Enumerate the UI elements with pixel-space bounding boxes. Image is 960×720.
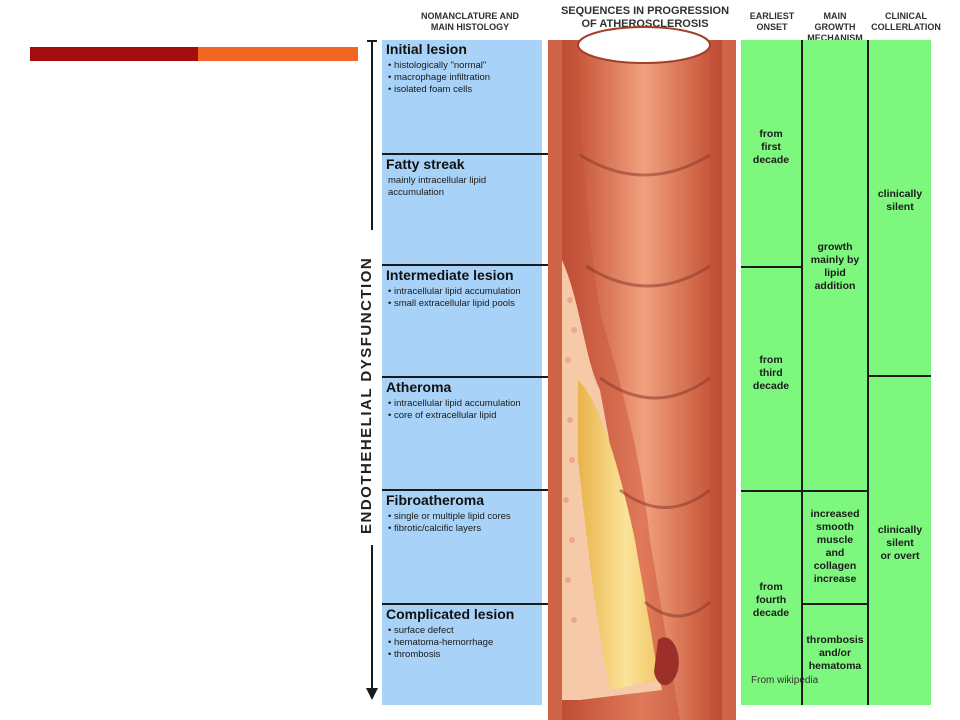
clinical-divider [869, 375, 931, 377]
stage-description: • intracellular lipid accumulation • sma… [388, 286, 521, 309]
onset-column [741, 40, 803, 705]
clinical-column [869, 40, 931, 705]
stage-atheroma: Atheroma • intracellular lipid accumulat… [382, 376, 548, 488]
header-growth: MAIN GROWTH MECHANISM [807, 11, 863, 43]
lipid-core [578, 380, 658, 690]
adventitia-right [722, 40, 736, 720]
growth-divider [803, 603, 867, 605]
artery-lumen [578, 40, 710, 720]
stage-description: • single or multiple lipid cores • fibro… [388, 511, 511, 534]
stage-intermediate-lesion: Intermediate lesion • intracellular lipi… [382, 264, 548, 377]
decorative-bar-orange [198, 47, 358, 61]
thrombus [654, 637, 679, 686]
stage-fibroatheroma: Fibroatheroma • single or multiple lipid… [382, 489, 548, 601]
stage-title: Intermediate lesion [386, 267, 514, 283]
onset-divider [741, 490, 801, 492]
growth-thrombosis: thrombosis and/or hematoma [806, 634, 864, 672]
stage-title: Initial lesion [386, 41, 467, 57]
onset-divider [741, 266, 801, 268]
nomenclature-column [382, 40, 542, 705]
growth-column [803, 40, 869, 705]
foam-cells [563, 297, 577, 623]
onset-first-decade: from first decade [752, 128, 790, 166]
stage-title: Fatty streak [386, 156, 465, 172]
artery-illustration [548, 26, 736, 720]
stage-description: mainly intracellular lipid accumulation [388, 175, 487, 198]
onset-fourth-decade: from fourth decade [752, 581, 790, 619]
atherosclerosis-diagram: NOMANCLATURE AND MAIN HISTOLOGY SEQUENCE… [358, 0, 960, 720]
stage-title: Atheroma [386, 379, 452, 395]
stage-title: Complicated lesion [386, 606, 515, 622]
artery-rings [579, 153, 711, 618]
stage-initial-lesion: Initial lesion • histologically "normal"… [382, 40, 548, 153]
growth-divider [803, 490, 867, 492]
onset-third-decade: from third decade [752, 354, 790, 392]
arrow-line-bottom [371, 545, 373, 690]
image-credit: From wikipedia [751, 675, 819, 686]
header-onset: EARLIEST ONSET [749, 11, 795, 32]
decorative-bar-red [30, 47, 198, 61]
header-clinical: CLINICAL COLLERLATION [871, 11, 941, 32]
side-label-text: ENDOTHEHELIAL DYSFUNCTION [358, 256, 375, 534]
stage-title: Fibroatheroma [386, 492, 485, 508]
divider [867, 40, 869, 705]
adventitia-left [548, 40, 562, 720]
stage-complicated-lesion: Complicated lesion • surface defect • he… [382, 603, 548, 707]
header-nomenclature: NOMANCLATURE AND MAIN HISTOLOGY [421, 11, 519, 32]
stage-description: • histologically "normal" • macrophage i… [388, 60, 491, 95]
growth-lipid-addition: growth mainly by lipid addition [810, 241, 860, 292]
lumen-opening [577, 26, 711, 64]
clinical-silent-or-overt: clinically silent or overt [877, 524, 923, 562]
clinical-silent: clinically silent [877, 188, 923, 213]
growth-smooth-muscle: increased smooth muscle and collagen inc… [810, 508, 860, 585]
arrow-line-top [371, 40, 373, 230]
divider [801, 40, 803, 705]
down-arrow-icon [366, 688, 378, 700]
stage-fatty-streak: Fatty streak mainly intracellular lipid … [382, 153, 548, 265]
stage-description: • intracellular lipid accumulation • cor… [388, 398, 521, 421]
stage-description: • surface defect • hematoma-hemorrhage •… [388, 625, 494, 660]
